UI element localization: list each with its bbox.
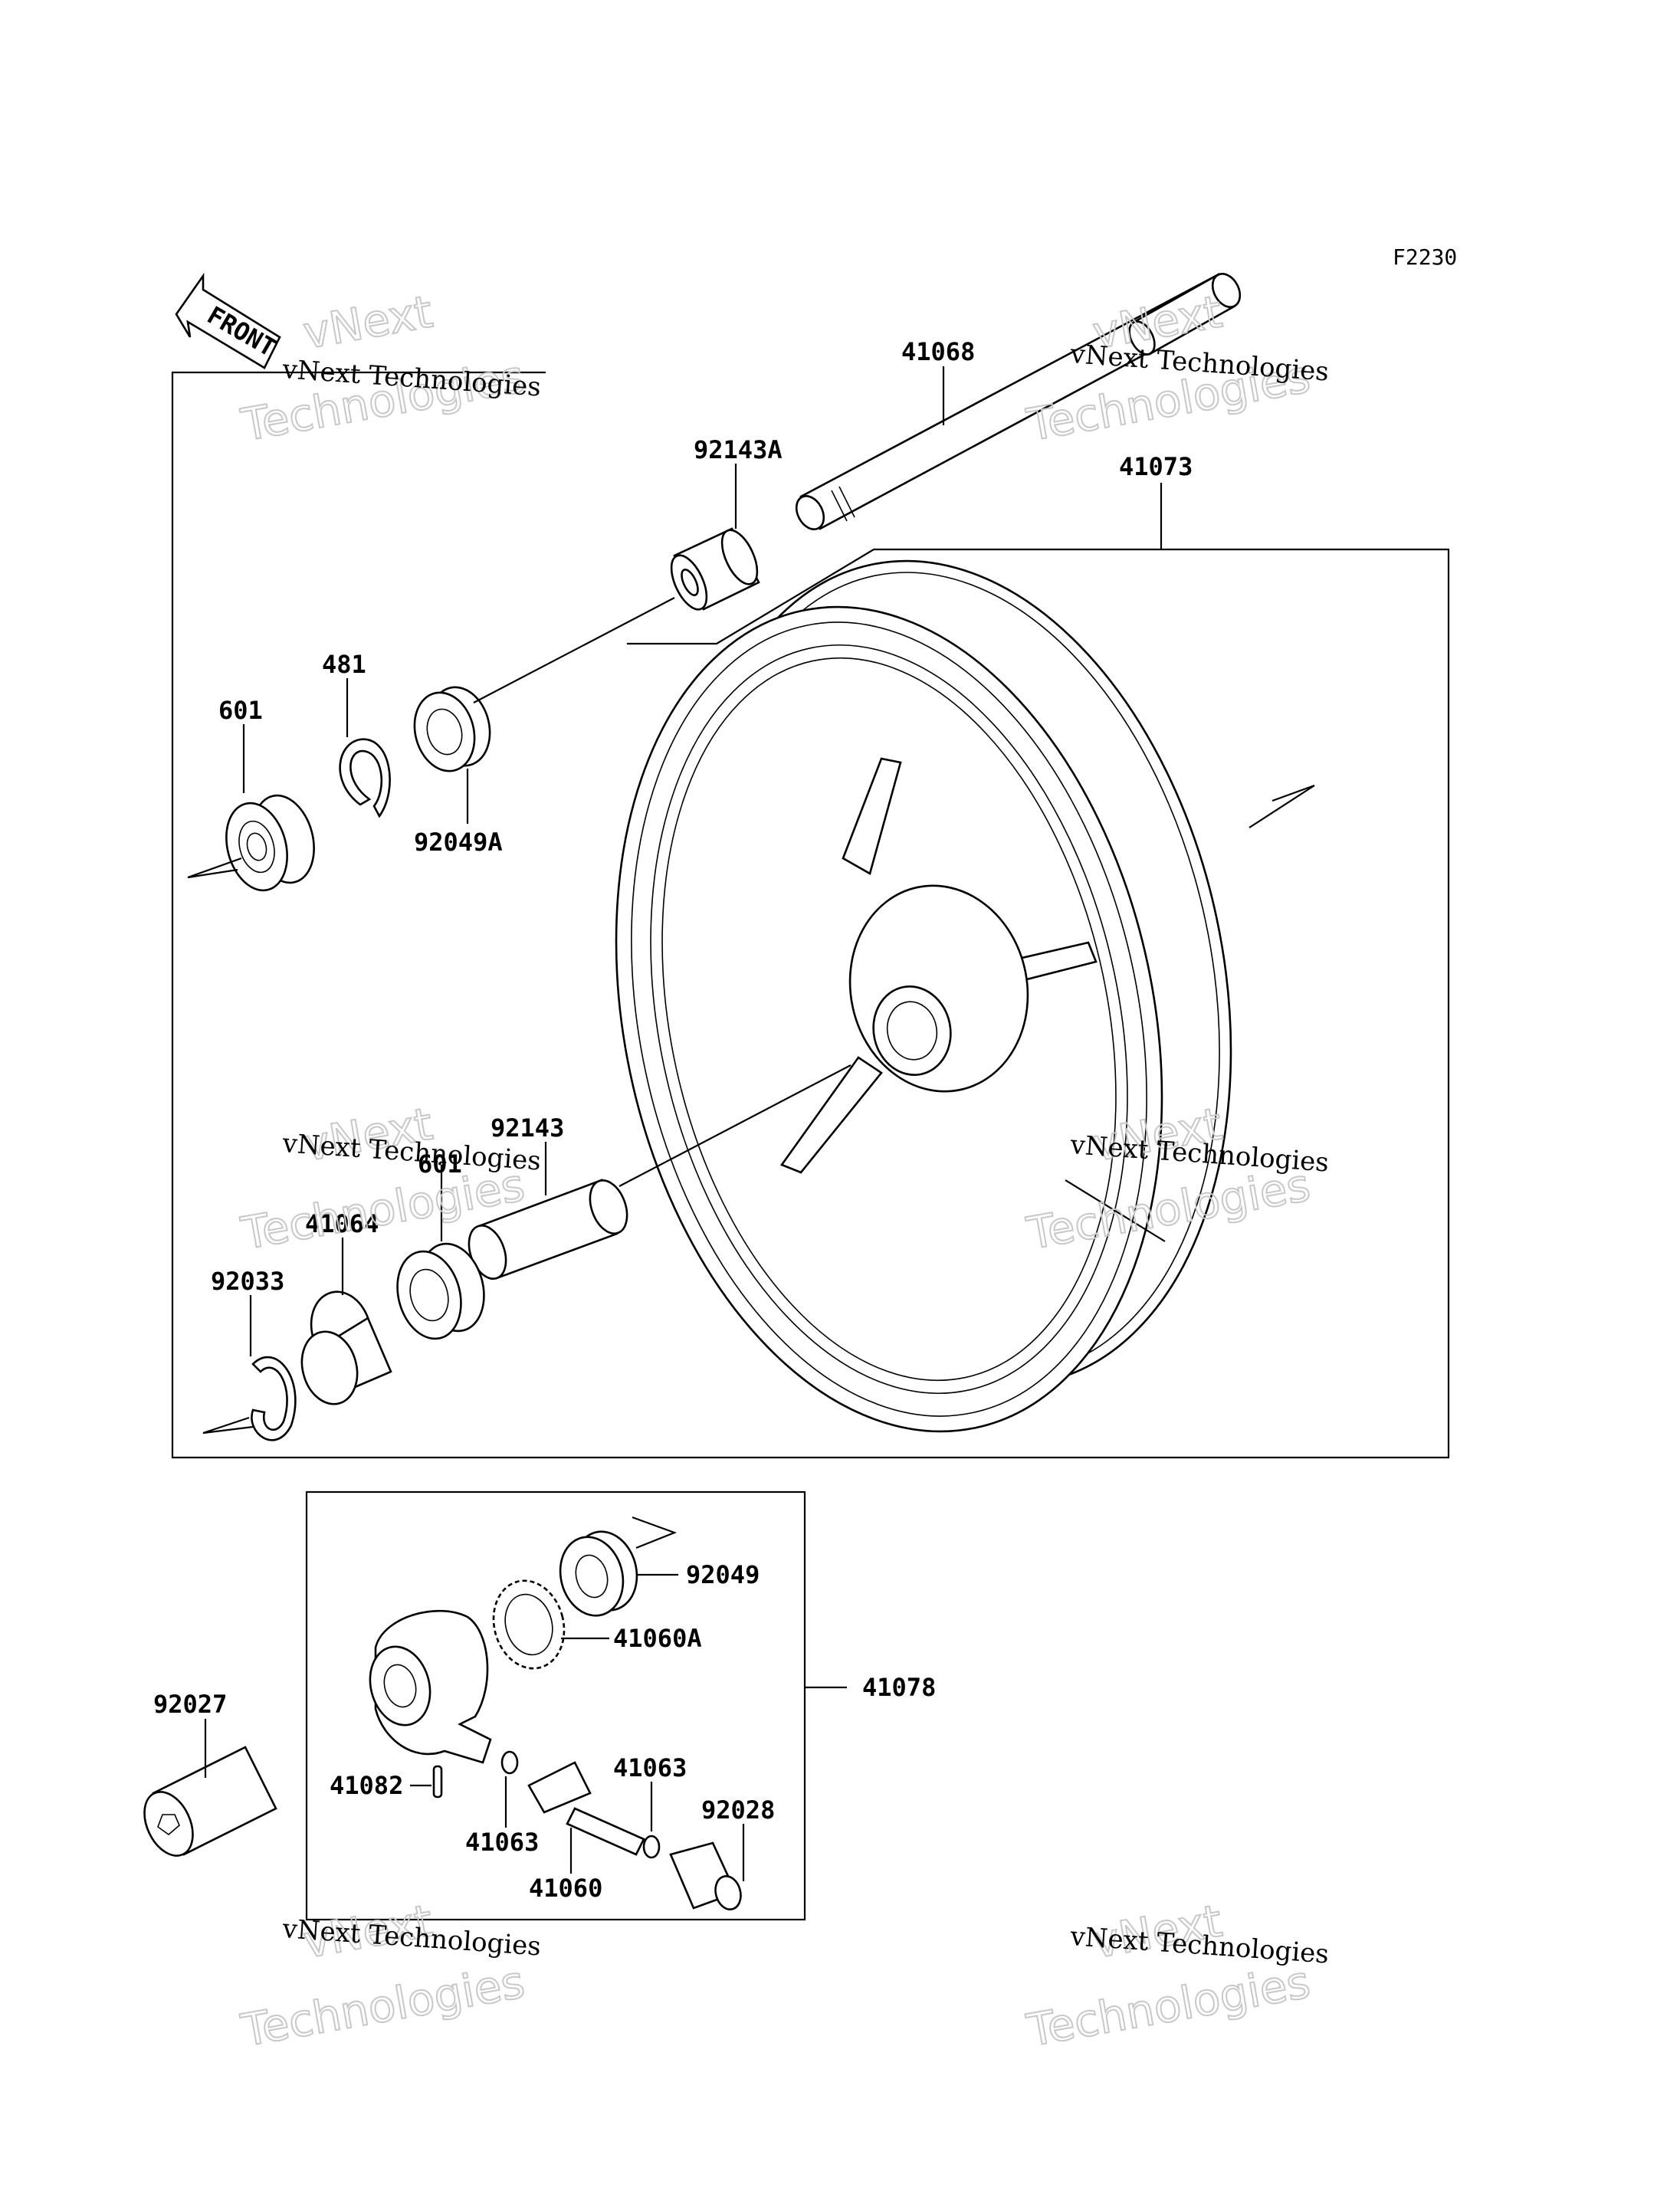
label-481: 481 xyxy=(322,650,366,679)
bearing-601-lower xyxy=(396,1242,485,1340)
label-92143: 92143 xyxy=(491,1113,564,1143)
label-41078: 41078 xyxy=(862,1673,936,1702)
label-92049: 92049 xyxy=(686,1560,760,1589)
oil-seal-92049 xyxy=(559,1516,678,1617)
label-41082: 41082 xyxy=(330,1771,403,1800)
watermark-top-right: vNext Technologies vNext Technologies xyxy=(1022,284,1330,452)
label-41068: 41068 xyxy=(901,337,975,366)
svg-text:Technologies: Technologies xyxy=(1023,1956,1314,2057)
label-41073: 41073 xyxy=(1119,452,1193,481)
speedometer-gear-frame xyxy=(305,1490,806,1921)
label-92028: 92028 xyxy=(701,1795,775,1825)
label-601: 601 xyxy=(218,696,263,725)
gear-housing-41078 xyxy=(369,1609,492,1764)
washer-41063-right xyxy=(642,1835,661,1859)
wheel-assembly-frame xyxy=(171,371,1450,1459)
label-92049A: 92049A xyxy=(414,828,503,857)
label-601-lower: 601 xyxy=(418,1149,462,1179)
label-92033: 92033 xyxy=(211,1267,284,1296)
oil-seal-92049A xyxy=(413,686,491,772)
label-92143A: 92143A xyxy=(694,435,783,464)
circlip-92033 xyxy=(202,1356,297,1441)
bushing-92028 xyxy=(669,1841,742,1910)
svg-text:vNext: vNext xyxy=(300,285,437,359)
leader-lines xyxy=(204,366,1166,1881)
label-41063-top: 41063 xyxy=(613,1753,687,1782)
washer-41063-left xyxy=(500,1750,519,1775)
collar-41064 xyxy=(300,1290,392,1405)
label-41063-bottom: 41063 xyxy=(465,1828,539,1857)
part-labels: 41068 92143A 41073 481 601 92049A 92143 … xyxy=(153,337,1193,1903)
diagram-code: F2230 xyxy=(1393,244,1457,270)
collar-92143 xyxy=(468,1179,628,1280)
gear-41060A xyxy=(492,1579,566,1670)
watermark-top-left: vNext Technologies vNext Technologies xyxy=(237,284,542,452)
label-92027: 92027 xyxy=(153,1690,227,1719)
pin-41082 xyxy=(432,1765,443,1799)
svg-text:Technologies: Technologies xyxy=(238,1956,529,2057)
circlip-481 xyxy=(339,738,391,818)
front-arrow-icon: FRONT xyxy=(175,272,281,369)
label-41064: 41064 xyxy=(305,1209,379,1238)
label-41060: 41060 xyxy=(529,1874,602,1903)
pinion-41060 xyxy=(527,1761,645,1856)
watermark-bottom-right: vNext Technologies vNext Technologies xyxy=(1022,1894,1330,2058)
bushing-92027 xyxy=(143,1746,277,1857)
bearing-601-upper xyxy=(187,794,315,892)
label-41060A: 41060A xyxy=(613,1624,702,1653)
front-wheel-41073 xyxy=(615,559,1315,1433)
collar-92143A xyxy=(670,527,760,611)
axle-41068 xyxy=(795,273,1242,530)
